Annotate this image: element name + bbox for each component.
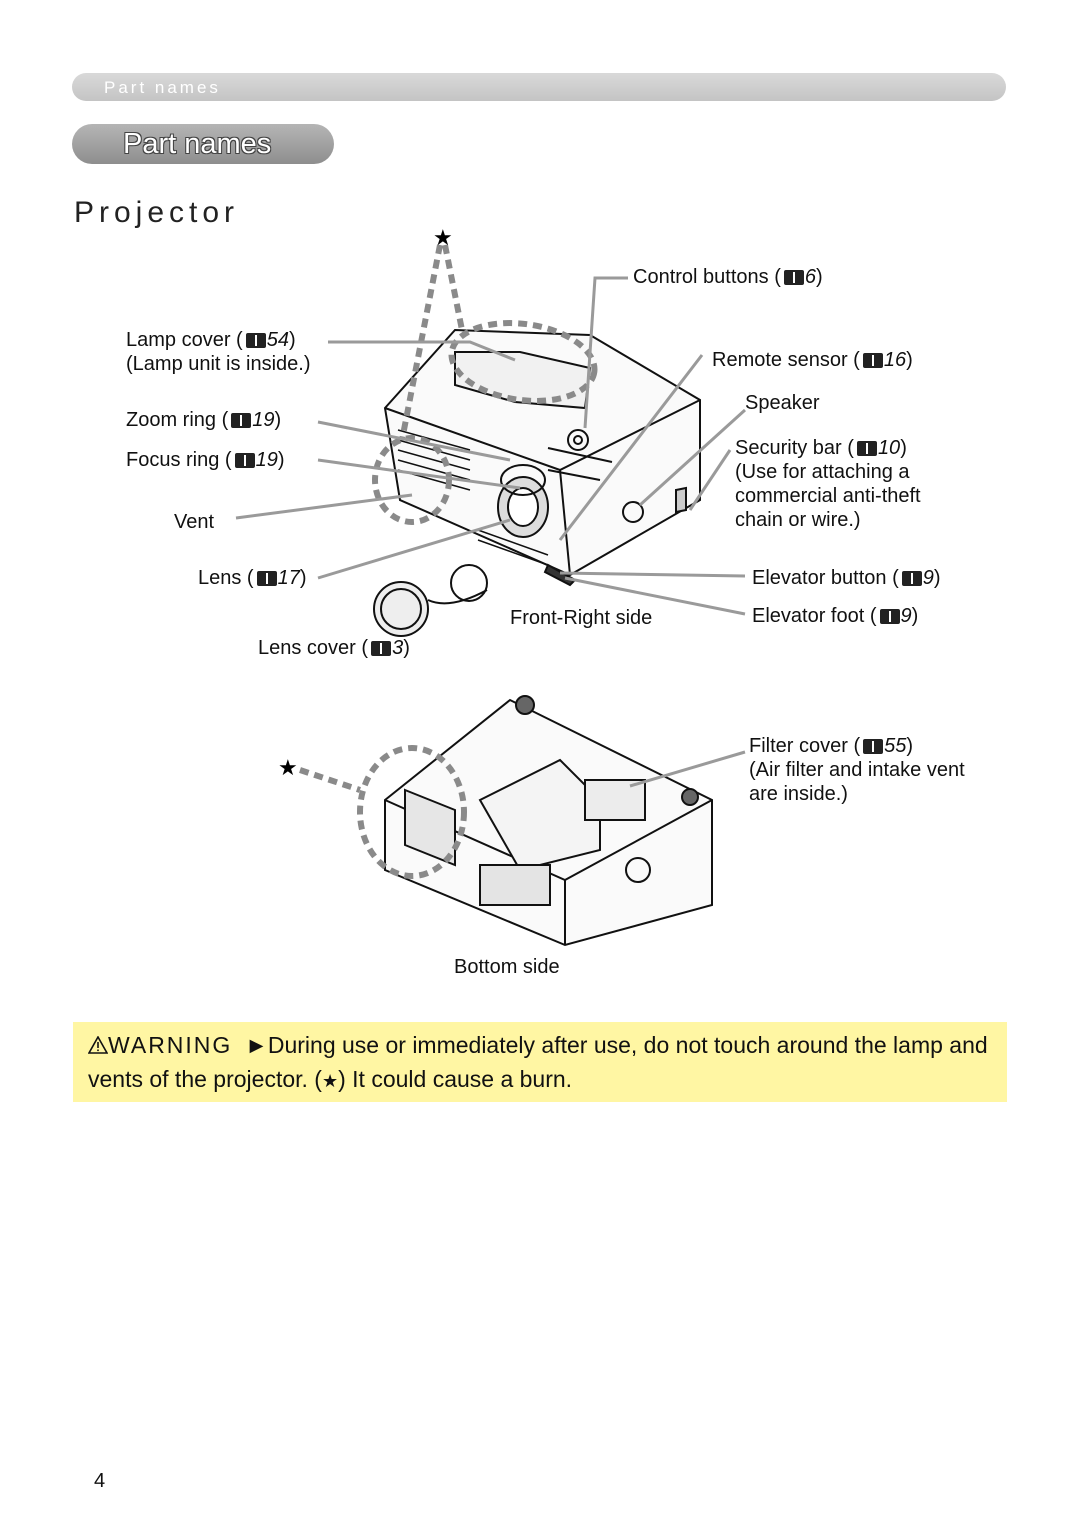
vent-label: Vent bbox=[174, 511, 215, 533]
control-buttons-label: Control buttons (6) bbox=[633, 266, 823, 288]
running-header-band bbox=[72, 73, 1006, 101]
book-icon bbox=[856, 441, 877, 456]
security-bar-note-1: (Use for attaching a bbox=[735, 461, 910, 483]
book-icon bbox=[234, 453, 255, 468]
book-icon bbox=[371, 641, 392, 656]
warning-text: WARNING ►During use or immediately after… bbox=[87, 1028, 993, 1099]
star-icon: ★ bbox=[321, 1071, 339, 1092]
filter-cover-label: Filter cover (55) bbox=[749, 735, 914, 757]
projector-illustration: ★ ★ bbox=[235, 226, 747, 947]
warning-body-1: ►During use or immediately after use, do… bbox=[88, 1032, 988, 1092]
front-right-side-caption: Front-Right side bbox=[510, 607, 653, 629]
lamp-cover-label: Lamp cover (54) bbox=[126, 329, 296, 351]
bottom-side-caption: Bottom side bbox=[454, 956, 560, 978]
svg-text:★: ★ bbox=[278, 756, 298, 781]
remote-sensor-label: Remote sensor (16) bbox=[712, 349, 913, 371]
section-title-pill bbox=[72, 124, 334, 164]
svg-text:★: ★ bbox=[433, 226, 453, 251]
focus-ring-label: Focus ring (19) bbox=[126, 449, 285, 471]
book-icon bbox=[783, 270, 804, 285]
elevator-foot-label: Elevator foot (9) bbox=[752, 605, 919, 627]
filter-cover-note-2: are inside.) bbox=[749, 783, 848, 805]
security-bar-note-2: commercial anti-theft bbox=[735, 485, 921, 507]
book-icon bbox=[863, 739, 884, 754]
elevator-button-label: Elevator button (9) bbox=[752, 567, 941, 589]
lamp-cover-note: (Lamp unit is inside.) bbox=[126, 353, 311, 375]
security-bar-note-3: chain or wire.) bbox=[735, 509, 861, 531]
filter-cover-note-1: (Air filter and intake vent bbox=[749, 759, 965, 781]
book-icon bbox=[901, 571, 922, 586]
warning-heading: WARNING bbox=[108, 1032, 233, 1058]
section-title: Part names bbox=[123, 128, 272, 160]
warning-body-2: ) It could cause a burn. bbox=[338, 1066, 573, 1092]
security-bar-label: Security bar (10) bbox=[735, 437, 907, 459]
book-icon bbox=[879, 609, 900, 624]
page-number: 4 bbox=[94, 1470, 106, 1492]
lens-cover-label: Lens cover (3) bbox=[258, 637, 410, 659]
book-icon bbox=[256, 571, 277, 586]
zoom-ring-label: Zoom ring (19) bbox=[126, 409, 282, 431]
book-icon bbox=[862, 353, 883, 368]
lens-label: Lens (17) bbox=[198, 567, 307, 589]
warning-box bbox=[73, 1022, 1007, 1102]
page-heading: Projector bbox=[74, 196, 240, 229]
book-icon bbox=[245, 333, 266, 348]
warning-triangle-icon bbox=[87, 1035, 109, 1054]
speaker-label: Speaker bbox=[745, 392, 820, 414]
running-header-title: Part names bbox=[104, 78, 221, 97]
book-icon bbox=[231, 413, 252, 428]
